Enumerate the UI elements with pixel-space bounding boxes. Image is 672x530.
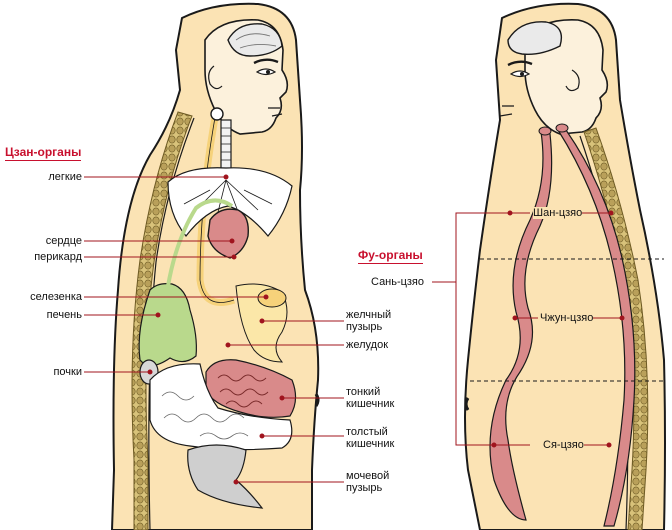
label-bladder: мочевой пузырь	[346, 470, 390, 494]
left-mouth	[268, 107, 283, 117]
left-large-intestine-folds	[161, 391, 249, 440]
right-channel-back	[556, 129, 636, 527]
left-figure	[110, 2, 320, 530]
right-ear	[565, 69, 580, 92]
left-bile-duct	[166, 198, 234, 287]
left-bladder	[187, 444, 264, 509]
label-stomach: желудок	[346, 339, 389, 351]
right-body-silhouette	[464, 2, 666, 530]
label-heart: сердце	[45, 235, 82, 247]
left-brow	[253, 58, 279, 65]
left-brain	[227, 23, 283, 57]
label-large-intestine: толстый кишечник	[346, 426, 395, 450]
right-channel-back-top	[555, 123, 569, 133]
left-gallbladder	[257, 288, 287, 308]
right-mouth	[499, 105, 514, 117]
left-liver	[138, 283, 197, 367]
left-trachea-rings	[221, 127, 231, 169]
right-brain	[507, 21, 563, 56]
label-middle-jiao: Чжун-цзяо	[540, 312, 594, 324]
right-navel	[464, 397, 470, 411]
right-brow	[507, 60, 533, 67]
right-eye	[509, 70, 531, 78]
label-upper-jiao: Шан-цзяо	[533, 207, 583, 219]
right-heading: Фу-органы	[358, 248, 423, 264]
right-figure	[464, 2, 666, 530]
label-spleen: селезенка	[30, 291, 82, 303]
left-spinal-cord	[148, 117, 195, 530]
left-ear	[208, 65, 223, 90]
left-pupil	[266, 70, 270, 74]
left-small-intestine-coils	[217, 374, 269, 408]
left-navel	[314, 393, 320, 407]
left-eye	[255, 68, 277, 76]
right-pointer-lines	[432, 210, 625, 448]
left-brain-fold	[235, 33, 277, 49]
label-pericardium: перикард	[34, 251, 82, 263]
label-kidneys: почки	[53, 366, 82, 378]
label-small-intestine: тонкий кишечник	[346, 386, 395, 410]
left-pointer-lines	[84, 174, 344, 485]
label-liver: печень	[46, 309, 82, 321]
label-lower-jiao: Ся-цзяо	[543, 439, 584, 451]
left-large-intestine	[149, 363, 293, 451]
left-small-intestine	[205, 359, 297, 418]
right-pupil	[520, 72, 524, 76]
left-heading: Цзан-органы	[5, 145, 82, 161]
left-heart	[207, 208, 249, 259]
right-channel-front-top	[538, 126, 552, 136]
right-channel-front	[489, 131, 553, 521]
label-lungs: легкие	[48, 171, 82, 183]
left-lungs	[167, 167, 293, 237]
label-san-jiao: Сань-цзяо	[371, 276, 424, 288]
label-gallbladder: желчный пузырь	[346, 309, 392, 333]
left-throat-ring	[210, 107, 224, 121]
